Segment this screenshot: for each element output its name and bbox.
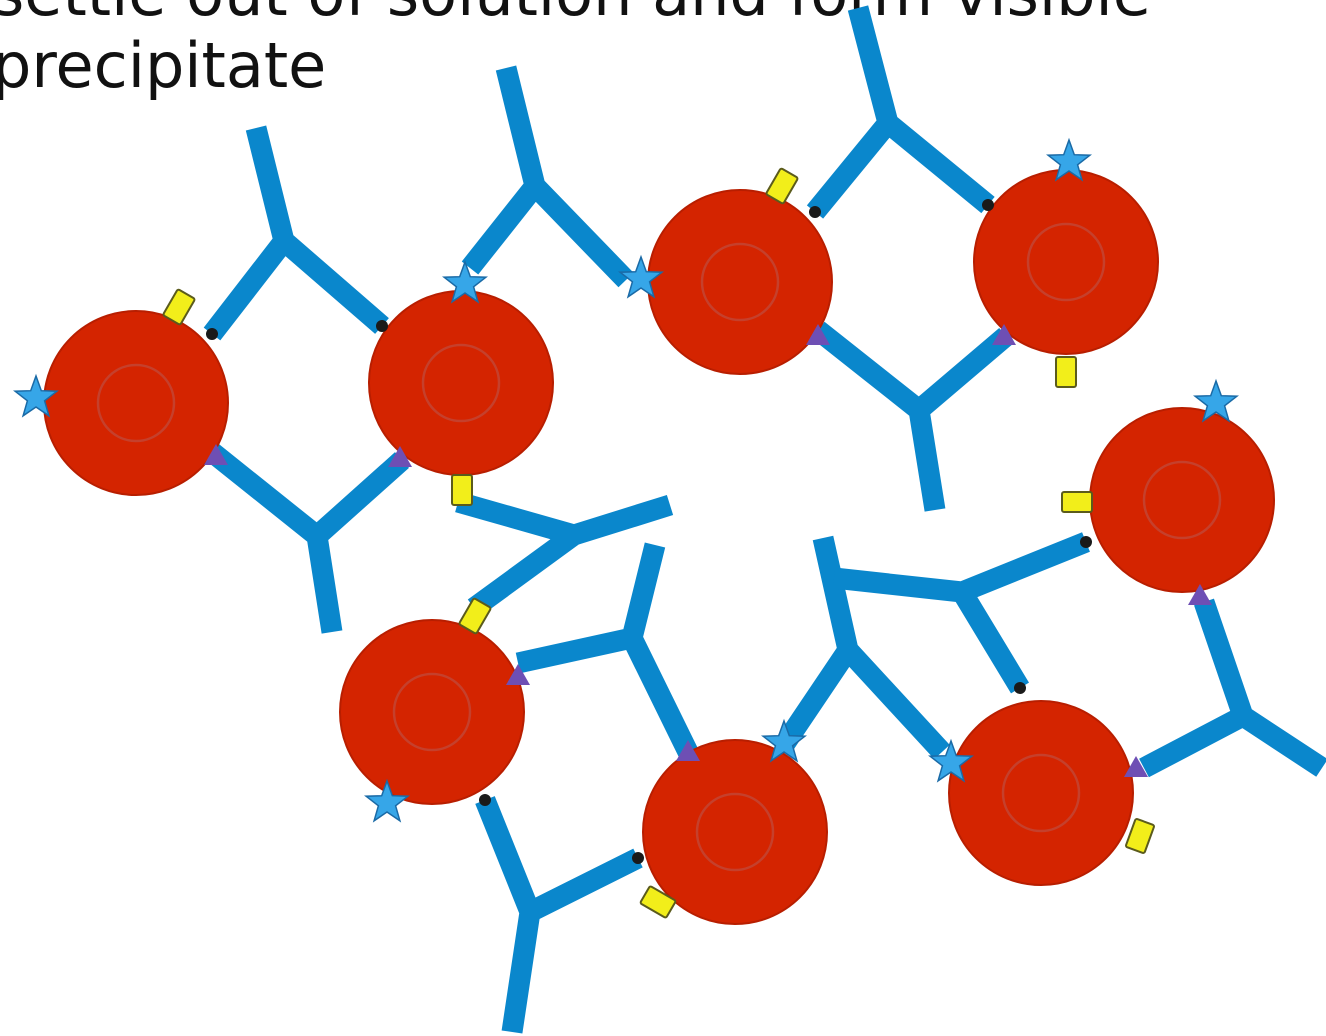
star-antigen-icon — [1046, 137, 1092, 182]
triangle-antigen-icon — [1188, 584, 1212, 605]
square-antigen-icon — [1125, 818, 1155, 854]
star-antigen-icon — [928, 738, 974, 783]
binding-link-icon — [632, 852, 644, 864]
red-blood-cell-icon — [1089, 407, 1275, 593]
square-antigen-icon — [765, 167, 799, 205]
antigen-layer — [13, 137, 1239, 919]
binding-link-icon — [982, 199, 994, 211]
triangle-antigen-icon — [676, 740, 700, 761]
square-antigen-icon — [1055, 356, 1077, 388]
binding-link-icon — [809, 206, 821, 218]
square-antigen-icon — [451, 474, 473, 506]
triangle-antigen-icon — [992, 324, 1016, 345]
cell-nucleus-ring — [695, 792, 775, 872]
star-antigen-icon — [442, 259, 488, 304]
triangle-antigen-icon — [1124, 756, 1148, 777]
binding-link-icon — [376, 320, 388, 332]
red-blood-cell-icon — [368, 290, 554, 476]
square-antigen-icon — [162, 288, 196, 326]
antibody-y-icon — [515, 542, 698, 757]
caption-line-2: precipitate — [0, 29, 327, 102]
caption-text: settle out of solution and form visible … — [0, 0, 1151, 102]
cell-nucleus-ring — [421, 343, 501, 423]
red-blood-cell-icon — [647, 189, 833, 375]
antibody-y-icon — [1139, 598, 1326, 778]
antibody-y-icon — [203, 125, 389, 341]
antibody-y-icon — [811, 321, 1013, 512]
square-antigen-icon — [1061, 491, 1093, 513]
star-antigen-icon — [1193, 378, 1239, 423]
antibody-layer — [203, 5, 1326, 1034]
triangle-antigen-icon — [204, 444, 228, 465]
triangle-antigen-icon — [388, 446, 412, 467]
antibody-y-icon — [461, 65, 634, 288]
star-antigen-icon — [618, 254, 664, 299]
triangle-antigen-icon — [506, 664, 530, 685]
antibody-y-icon — [475, 796, 643, 1034]
cell-nucleus-ring — [1001, 753, 1081, 833]
red-blood-cell-icon — [973, 169, 1159, 355]
antibody-y-icon — [773, 535, 950, 760]
square-antigen-icon — [458, 597, 492, 635]
antibody-y-icon — [832, 532, 1090, 694]
cell-nucleus-ring — [1026, 222, 1106, 302]
star-antigen-icon — [364, 778, 410, 823]
binding-link-icon — [479, 794, 491, 806]
antibody-y-icon — [806, 5, 995, 219]
red-blood-cell-icon — [43, 310, 229, 496]
star-antigen-icon — [761, 718, 807, 763]
red-blood-cell-icon — [339, 619, 525, 805]
cell-nucleus-ring — [392, 672, 472, 752]
binding-link-icon — [1080, 536, 1092, 548]
caption-line-1: settle out of solution and form visible — [0, 0, 1151, 30]
antibody-y-icon — [205, 443, 409, 634]
square-antigen-icon — [639, 885, 677, 919]
binding-link-icon — [1014, 682, 1026, 694]
triangle-antigen-icon — [806, 324, 830, 345]
star-antigen-icon — [13, 373, 59, 418]
cell-layer — [43, 169, 1275, 925]
red-blood-cell-icon — [642, 739, 828, 925]
antibody-y-icon — [455, 491, 674, 617]
red-blood-cell-icon — [948, 700, 1134, 886]
cell-nucleus-ring — [1142, 460, 1222, 540]
cell-nucleus-ring — [700, 242, 780, 322]
cell-nucleus-ring — [96, 363, 176, 443]
binding-link-icon — [206, 328, 218, 340]
